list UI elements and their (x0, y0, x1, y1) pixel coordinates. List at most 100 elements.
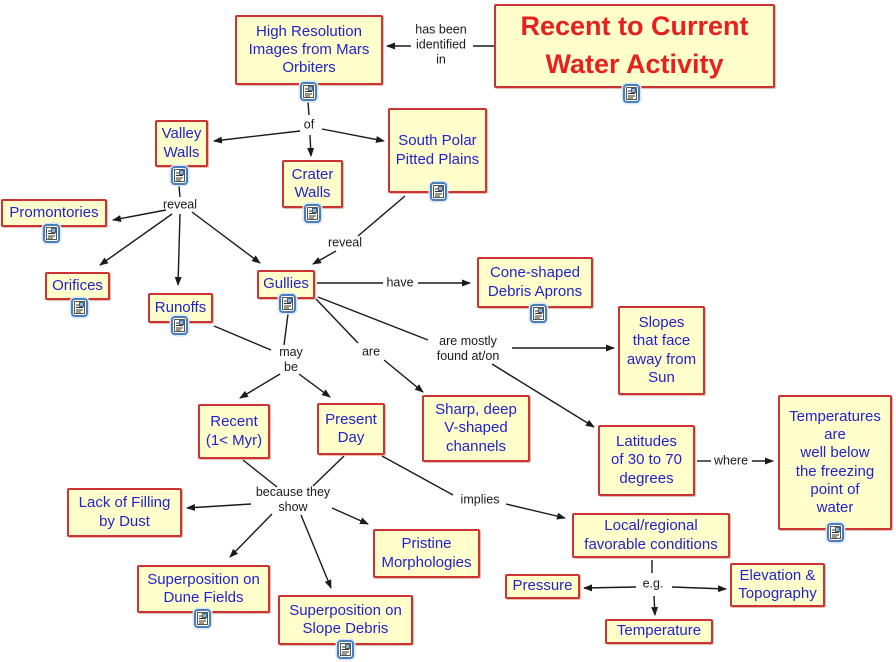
edge-are-sharp (383, 359, 424, 393)
document-resource-glyph (626, 87, 637, 100)
edge-southpolar-reveal2 (357, 195, 406, 237)
edge-present-because (312, 455, 345, 487)
node-label: Sharp, deep V-shaped channels (435, 401, 517, 455)
edge-label-have[interactable]: have (386, 275, 414, 290)
edge-reveal-orifices (99, 213, 173, 266)
node-label: Crater Walls (291, 165, 334, 201)
node-cone-shaped[interactable]: Cone-shaped Debris Aprons (477, 257, 593, 308)
edge-aremostly-latitudes (491, 363, 595, 428)
edge-reveal2-gullies (312, 250, 337, 265)
edge-label-reveal-2[interactable]: reveal (327, 235, 363, 250)
node-label: Present Day (325, 410, 377, 446)
node-pressure[interactable]: Pressure (505, 574, 580, 599)
node-label: Local/regional favorable conditions (584, 517, 718, 553)
edge-present-implies (381, 455, 454, 496)
edge-implies-local (505, 503, 566, 520)
edge-eg-elevation (671, 585, 727, 593)
gullies-resource-icon[interactable] (279, 294, 296, 313)
edge-label-where[interactable]: where (713, 453, 749, 468)
node-label: Recent (1< Myr) (205, 413, 263, 449)
document-resource-glyph (307, 207, 318, 220)
edge-eg-temperature (651, 595, 659, 616)
orifices-resource-icon[interactable] (71, 298, 88, 317)
node-orifices[interactable]: Orifices (45, 272, 110, 300)
node-latitudes[interactable]: Latitudes of 30 to 70 degrees (598, 425, 695, 496)
node-label: Superposition on Dune Fields (147, 570, 260, 606)
node-sharp-deep-channels[interactable]: Sharp, deep V-shaped channels (422, 395, 530, 462)
node-local-regional[interactable]: Local/regional favorable conditions (572, 513, 730, 558)
edge-label-may-be[interactable]: may be (279, 345, 303, 374)
edge-label-of[interactable]: of (303, 117, 315, 132)
edge-of-crater (307, 134, 315, 157)
edge-label-has-been-identified-in[interactable]: has been identified in (415, 22, 467, 67)
edge-because-pristine (331, 507, 369, 525)
document-resource-glyph (533, 307, 544, 320)
edge-because-dune (229, 513, 273, 558)
node-label: Pristine Morphologies (381, 535, 472, 571)
node-superposition-slope[interactable]: Superposition on Slope Debris (278, 595, 413, 645)
valley-walls-resource-icon[interactable] (171, 166, 188, 185)
promontories-resource-icon[interactable] (43, 224, 60, 243)
node-elevation-topography[interactable]: Elevation & Topography (730, 563, 825, 607)
node-lack-of-filling[interactable]: Lack of Filling by Dust (67, 488, 182, 537)
document-resource-glyph (174, 169, 185, 182)
crater-walls-resource-icon[interactable] (304, 204, 321, 223)
high-res-images-resource-icon[interactable] (300, 82, 317, 101)
edge-of-southpolar (321, 128, 385, 143)
edge-label-implies[interactable]: implies (460, 492, 500, 507)
node-slopes-face-away[interactable]: Slopes that face away from Sun (618, 306, 705, 395)
node-label: Promontories (9, 203, 99, 221)
edge-label-eg[interactable]: e.g. (642, 576, 664, 591)
edge-maybe-recent (239, 373, 281, 399)
node-label: Lack of Filling by Dust (78, 494, 171, 530)
document-resource-glyph (433, 185, 444, 198)
edge-reveal-promontories (112, 209, 167, 222)
edge-maybe-present (298, 373, 331, 398)
node-recent[interactable]: Recent (1< Myr) (198, 404, 270, 459)
node-pristine[interactable]: Pristine Morphologies (373, 529, 480, 578)
edge-because-lack (186, 503, 252, 511)
node-temperatures[interactable]: Temperatures are well below the freezing… (778, 395, 892, 530)
node-valley-walls[interactable]: Valley Walls (155, 120, 208, 167)
south-polar-resource-icon[interactable] (430, 182, 447, 201)
edge-reveal-runoffs (174, 213, 182, 286)
edge-runoffs-maybe (213, 325, 272, 351)
node-south-polar[interactable]: South Polar Pitted Plains (388, 108, 487, 193)
runoffs-resource-icon[interactable] (171, 316, 188, 335)
document-resource-glyph (46, 227, 57, 240)
node-label: Gullies (263, 275, 309, 293)
document-resource-glyph (174, 319, 185, 332)
temperatures-resource-icon[interactable] (827, 523, 844, 542)
node-label: South Polar Pitted Plains (395, 132, 480, 168)
node-present-day[interactable]: Present Day (317, 403, 385, 455)
node-label: High Resolution Images from Mars Orbiter… (248, 22, 370, 77)
document-resource-glyph (830, 526, 841, 539)
node-label: Elevation & Topography (738, 566, 817, 602)
node-superposition-dune[interactable]: Superposition on Dune Fields (137, 565, 270, 613)
edge-gullies-aremostly (317, 296, 429, 341)
edge-because-slopedebris (300, 514, 332, 589)
edge-highres-of (307, 101, 310, 116)
superposition-dune-resource-icon[interactable] (194, 609, 211, 628)
node-temperature[interactable]: Temperature (605, 619, 713, 644)
node-high-res-images[interactable]: High Resolution Images from Mars Orbiter… (235, 15, 383, 85)
title-resource-icon[interactable] (623, 84, 640, 103)
edge-label-because-they-show[interactable]: because they show (255, 485, 331, 514)
node-promontories[interactable]: Promontories (1, 199, 107, 227)
node-label: Latitudes of 30 to 70 degrees (611, 433, 682, 487)
cone-shaped-resource-icon[interactable] (530, 304, 547, 323)
edge-valley-reveal (178, 185, 181, 198)
node-label: Valley Walls (161, 125, 202, 161)
superposition-slope-resource-icon[interactable] (337, 640, 354, 659)
node-label: Recent to Current Water Activity (520, 11, 749, 79)
node-crater-walls[interactable]: Crater Walls (282, 160, 343, 208)
edge-reveal-gullies (191, 211, 261, 264)
node-title[interactable]: Recent to Current Water Activity (494, 4, 775, 88)
edge-label-are[interactable]: are (361, 344, 381, 359)
edge-label-reveal-1[interactable]: reveal (162, 197, 198, 212)
node-label: Temperatures are well below the freezing… (789, 407, 881, 517)
edge-label-are-mostly-found[interactable]: are mostly found at/on (436, 334, 500, 363)
edge-of-valley (213, 130, 301, 144)
